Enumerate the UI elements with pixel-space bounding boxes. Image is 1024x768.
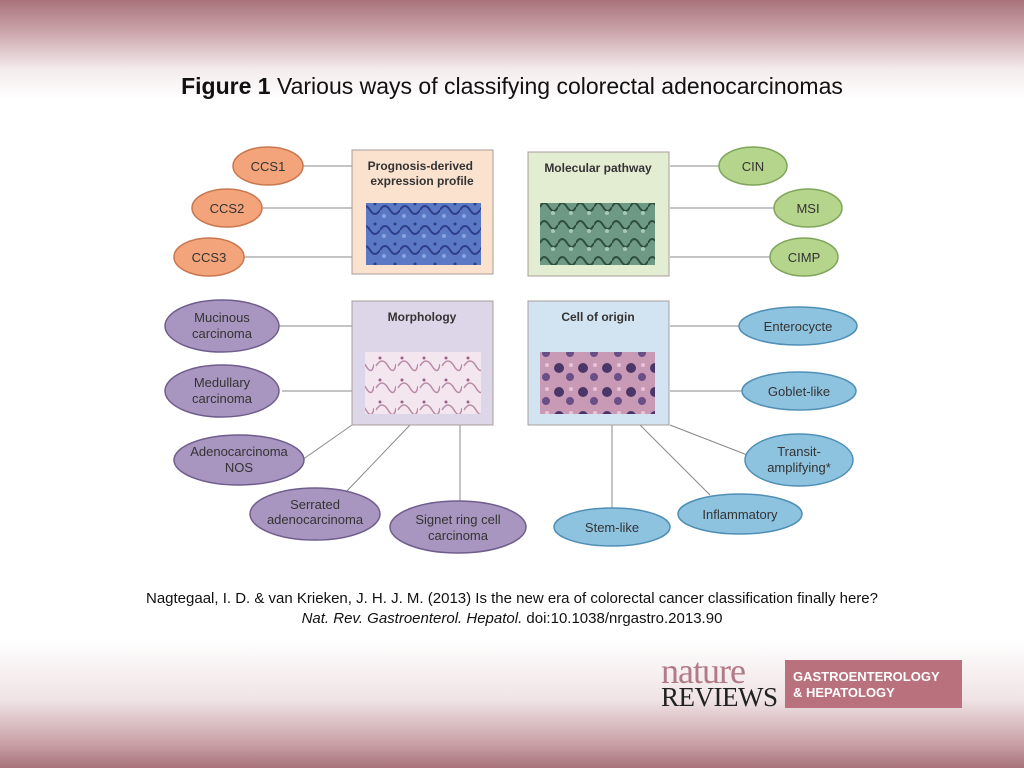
morphology-image (365, 352, 481, 414)
svg-text:Goblet-like: Goblet-like (768, 384, 830, 399)
figure-caption: Various ways of classifying colorectal a… (276, 73, 843, 99)
citation-source: Nat. Rev. Gastroenterol. Hepatol. doi:10… (110, 609, 914, 629)
connector-lines (244, 165, 775, 510)
ellipse-msi: MSI (773, 188, 843, 228)
nature-reviews-logo: nature REVIEWS GASTROENTEROLOGY & HEPATO… (659, 651, 962, 712)
morphology-title: Morphology (388, 310, 457, 324)
logo-nature: nature (661, 651, 746, 691)
doi-text: doi:10.1038/nrgastro.2013.90 (522, 610, 723, 627)
figure-title: Figure 1 Various ways of classifying col… (0, 73, 1024, 100)
cell-origin-image (540, 352, 655, 414)
svg-text:Transit-amplifying*: Transit-amplifying* (767, 444, 831, 475)
journal-name: Nat. Rev. Gastroenterol. Hepatol. (301, 610, 523, 627)
svg-text:CIMP: CIMP (788, 250, 821, 265)
molecular-box: Molecular pathway (527, 151, 670, 277)
morphology-box: Morphology (351, 300, 494, 426)
svg-text:CCS3: CCS3 (192, 250, 227, 265)
svg-text:MSI: MSI (796, 201, 819, 216)
ellipse-stem-like: Stem-like (553, 507, 671, 547)
citation-reference: Nagtegaal, I. D. & van Krieken, J. H. J.… (145, 590, 878, 607)
ellipse-inflammatory: Inflammatory (677, 493, 803, 535)
ellipse-ccs1: CCS1 (232, 146, 304, 186)
ellipse-ccs3: CCS3 (173, 237, 245, 277)
cell-origin-title: Cell of origin (561, 310, 634, 324)
svg-text:CCS2: CCS2 (210, 201, 245, 216)
prognosis-title: Prognosis-derived expression profile (368, 159, 477, 188)
logo-journal-line2: & HEPATOLOGY (793, 685, 895, 700)
molecular-image (540, 203, 655, 265)
ellipse-cin: CIN (718, 146, 788, 186)
prognosis-box: Prognosis-derived expression profile (351, 149, 494, 275)
citation: Nagtegaal, I. D. & van Krieken, J. H. J.… (110, 589, 914, 629)
svg-text:CCS1: CCS1 (251, 159, 286, 174)
molecular-title: Molecular pathway (544, 161, 652, 175)
ellipse-enterocyte: Enterocycte (738, 306, 858, 346)
prognosis-image (366, 203, 481, 265)
ellipse-transit-amplifying: Transit-amplifying* (744, 433, 854, 487)
svg-text:Enterocycte: Enterocycte (764, 319, 833, 334)
svg-text:Inflammatory: Inflammatory (702, 507, 778, 522)
ellipse-goblet: Goblet-like (741, 371, 857, 411)
logo-journal-line1: GASTROENTEROLOGY (793, 669, 940, 684)
svg-text:CIN: CIN (742, 159, 764, 174)
ellipse-ccs2: CCS2 (191, 188, 263, 228)
logo-journal-name: GASTROENTEROLOGY & HEPATOLOGY (785, 660, 962, 708)
cell-origin-box: Cell of origin (527, 300, 670, 426)
figure-label: Figure 1 (181, 73, 271, 99)
svg-text:Stem-like: Stem-like (585, 520, 639, 535)
logo-reviews: REVIEWS (661, 682, 778, 712)
ellipse-cimp: CIMP (769, 237, 839, 277)
